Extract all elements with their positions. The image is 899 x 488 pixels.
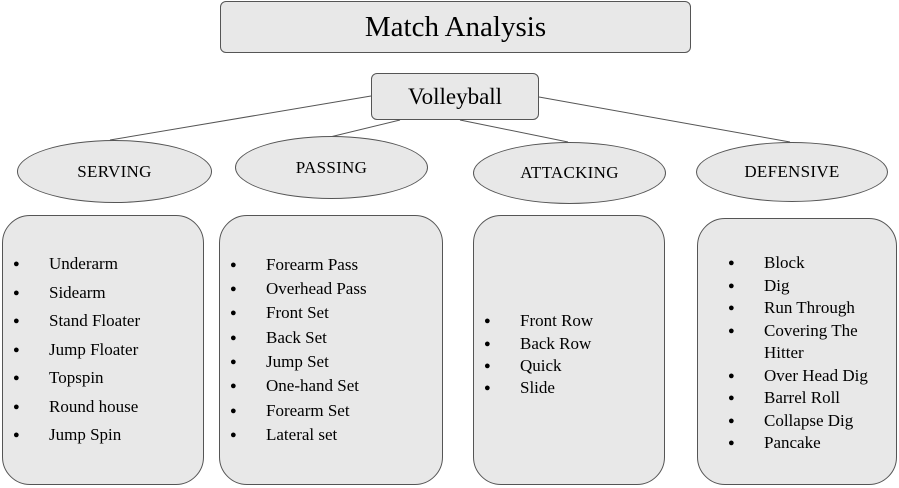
list-item: Over Head Dig: [698, 365, 896, 388]
defensive-list: Block Dig Run Through Covering The Hitte…: [698, 248, 896, 455]
list-item: Overhead Pass: [220, 277, 367, 302]
diagram-title: Match Analysis: [220, 1, 691, 53]
list-item: Quick: [474, 355, 593, 378]
passing-list-card: Forearm Pass Overhead Pass Front Set Bac…: [219, 215, 443, 485]
list-item: One-hand Set: [220, 374, 367, 399]
list-item: Front Set: [220, 301, 367, 326]
list-item: Slide: [474, 377, 593, 400]
list-item: Barrel Roll: [698, 387, 896, 410]
list-item: Round house: [3, 393, 140, 422]
diagram-title-text: Match Analysis: [364, 10, 547, 43]
defensive-list-card: Block Dig Run Through Covering The Hitte…: [697, 218, 897, 485]
serving-list: Underarm Sidearm Stand Floater Jump Floa…: [3, 250, 140, 450]
category-passing-label: PASSING: [295, 157, 368, 177]
list-item: Dig: [698, 275, 896, 298]
category-attacking-label: ATTACKING: [520, 163, 619, 182]
category-passing: PASSING: [235, 136, 428, 199]
category-serving: SERVING: [17, 140, 212, 203]
category-defensive-label: DEFENSIVE: [744, 162, 840, 181]
list-item: Run Through: [698, 297, 896, 320]
connector-serving: [109, 95, 372, 141]
list-item: Stand Floater: [3, 307, 140, 336]
list-item: Sidearm: [3, 279, 140, 308]
list-item: Covering The Hitter: [698, 320, 896, 365]
attacking-list: Front Row Back Row Quick Slide: [474, 310, 593, 399]
list-item: Jump Set: [220, 350, 367, 375]
connector-passing: [329, 119, 401, 138]
list-item: Jump Spin: [3, 421, 140, 450]
root-node-text: Volleyball: [407, 83, 503, 109]
category-attacking: ATTACKING: [473, 142, 666, 204]
list-item: Underarm: [3, 250, 140, 279]
category-serving-label: SERVING: [77, 161, 152, 181]
root-node: Volleyball: [371, 73, 539, 120]
list-item: Topspin: [3, 364, 140, 393]
list-item: Forearm Set: [220, 399, 367, 424]
attacking-list-card: Front Row Back Row Quick Slide: [473, 215, 665, 485]
serving-list-card: Underarm Sidearm Stand Floater Jump Floa…: [2, 215, 204, 485]
list-item: Front Row: [474, 310, 593, 333]
list-item: Jump Floater: [3, 336, 140, 365]
connector-attacking: [459, 119, 569, 143]
list-item: Back Set: [220, 326, 367, 351]
connector-defensive: [538, 96, 791, 143]
category-defensive: DEFENSIVE: [696, 142, 888, 202]
passing-list: Forearm Pass Overhead Pass Front Set Bac…: [220, 253, 367, 448]
list-item: Pancake: [698, 432, 896, 455]
list-item: Lateral set: [220, 423, 367, 448]
list-item: Back Row: [474, 333, 593, 356]
list-item: Forearm Pass: [220, 253, 367, 278]
list-item: Collapse Dig: [698, 410, 896, 433]
list-item: Block: [698, 252, 896, 275]
